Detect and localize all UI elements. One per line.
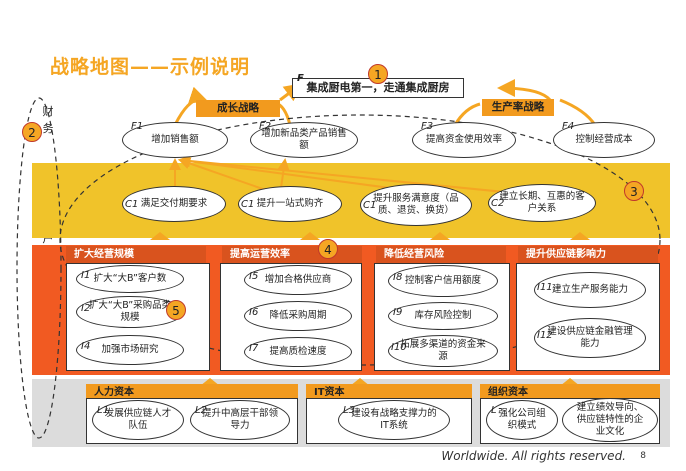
top-goal-box: F 集成厨电第一，走通集成厨房 <box>292 73 464 98</box>
capability-title-2: IT资本 <box>306 384 472 401</box>
page-number: 8 <box>640 451 646 461</box>
marker-3: 3 <box>624 181 644 201</box>
footer-copyright: Worldwide. All rights reserved. <box>441 449 626 463</box>
ops-group-title-3: 降低经营风险 <box>376 246 506 263</box>
marker-1: 1 <box>368 64 388 84</box>
top-goal-code: F <box>297 73 304 84</box>
growth-strategy-tag: 成长战略 <box>196 100 280 117</box>
productivity-strategy-tag: 生产率战略 <box>482 99 554 116</box>
capability-title-1: 人力资本 <box>86 384 298 401</box>
ops-group-title-1: 扩大经营规模 <box>66 246 206 263</box>
top-goal-text: 集成厨电第一，走通集成厨房 <box>306 81 450 94</box>
marker-4: 4 <box>318 239 338 259</box>
capability-title-3: 组织资本 <box>480 384 660 401</box>
capability-item-culture: 建立绩效导向、供应链特性的企业文化 <box>562 398 658 442</box>
page-title: 战略地图——示例说明 <box>50 56 251 78</box>
marker-2: 2 <box>22 122 42 142</box>
marker-5: 5 <box>166 300 186 320</box>
ops-group-title-4: 提升供应链影响力 <box>518 246 658 263</box>
row-label-finance: 财 务 <box>42 105 54 135</box>
ops-group-title-2: 提高运营效率 <box>222 246 362 263</box>
